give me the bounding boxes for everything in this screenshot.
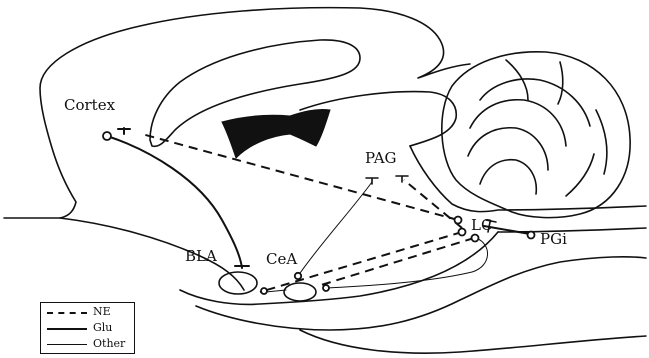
lc-cell-1 <box>455 217 462 224</box>
cea-label: CeA <box>266 252 297 267</box>
legend-swatch-other <box>47 344 87 345</box>
legend: NE Glu Other <box>40 302 135 354</box>
ne-lc-to-cea <box>318 238 474 286</box>
legend-swatch-ne <box>47 312 87 314</box>
lc-cell-3 <box>472 235 479 242</box>
cea-out-cell <box>323 285 329 291</box>
bla-label: BLA <box>185 249 217 264</box>
pgi-cell <box>528 232 535 239</box>
legend-row-ne: NE <box>47 305 135 319</box>
lc-label: LC <box>471 218 492 233</box>
lateral-ventricle <box>222 109 330 158</box>
lc-cell-2 <box>459 229 466 236</box>
cea-nucleus <box>284 283 316 301</box>
pag-terminal-right <box>396 176 408 182</box>
bla-nucleus <box>219 272 257 294</box>
pgi-label: PGi <box>540 232 567 247</box>
other-lc-loop <box>326 238 488 288</box>
ventral-base <box>300 330 646 353</box>
legend-row-glu: Glu <box>47 321 135 335</box>
legend-swatch-glu <box>47 328 87 330</box>
cortex-label: Cortex <box>64 98 115 113</box>
pag-terminal-left <box>366 178 378 184</box>
bla-out-cell <box>261 288 267 294</box>
legend-label-ne: NE <box>93 305 111 319</box>
legend-label-glu: Glu <box>93 321 112 335</box>
glu-cortex-terminal <box>118 128 130 134</box>
legend-label-other: Other <box>93 337 125 351</box>
pag-label: PAG <box>365 151 397 166</box>
cea-cell <box>295 273 301 279</box>
cerebellum <box>442 52 630 218</box>
cortex-cell <box>103 132 111 140</box>
legend-row-other: Other <box>47 337 135 351</box>
